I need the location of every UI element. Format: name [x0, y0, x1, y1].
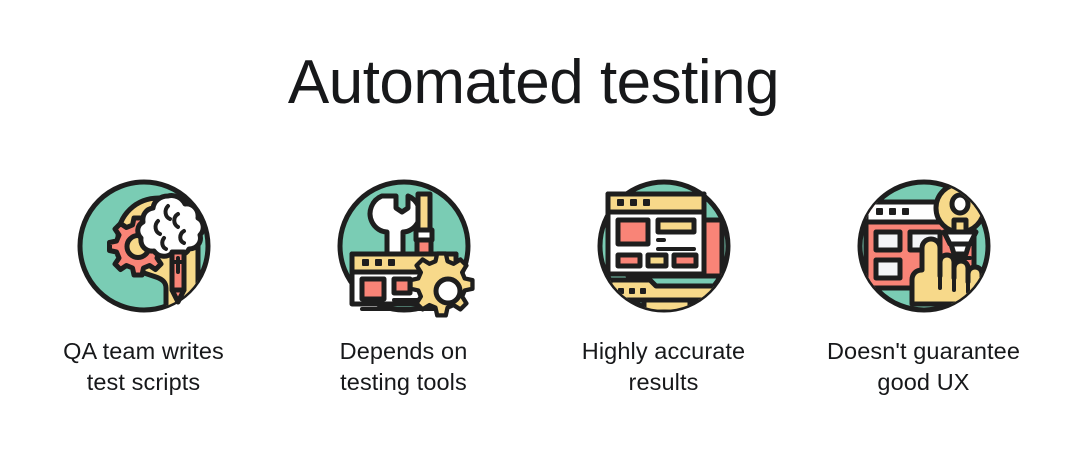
card-caption: Depends on testing tools — [339, 338, 468, 395]
card-depends-on-testing-tools: Depends on testing tools — [274, 176, 534, 398]
browser-hand-lightbulb-icon — [854, 176, 994, 316]
card-row: QA team writes test scripts — [0, 176, 1067, 398]
browser-window-monitor-icon — [594, 176, 734, 316]
card-caption: Highly accurate results — [581, 338, 746, 395]
card-doesnt-guarantee-good-ux: Doesn't guarantee good UX — [794, 176, 1054, 398]
page-title: Automated testing — [287, 48, 780, 117]
head-gear-brain-pencil-icon — [74, 176, 214, 316]
card-highly-accurate-results: Highly accurate results — [534, 176, 794, 398]
card-qa-team-writes-test-scripts: QA team writes test scripts — [14, 176, 274, 398]
wrench-screwdriver-browser-gear-icon — [334, 176, 475, 318]
card-caption: Doesn't guarantee good UX — [826, 338, 1021, 395]
card-caption: QA team writes test scripts — [63, 338, 224, 395]
